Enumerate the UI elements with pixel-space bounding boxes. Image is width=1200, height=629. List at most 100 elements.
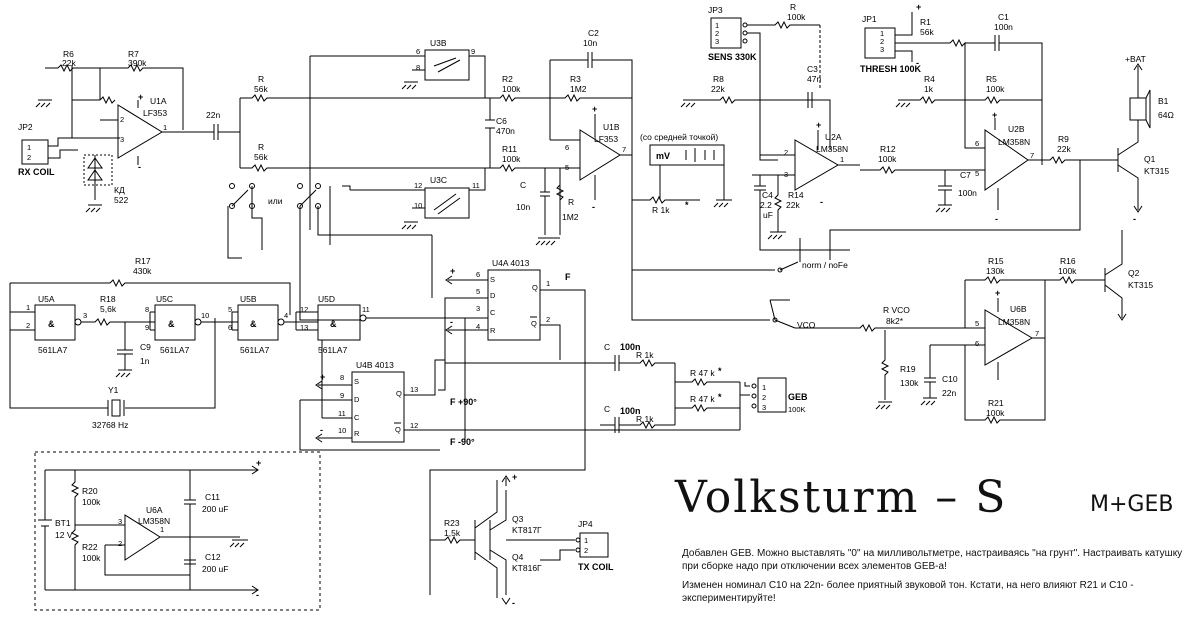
label-r100: R <box>790 2 796 12</box>
label-rvco: R VCO <box>883 305 910 315</box>
svg-text:D: D <box>354 395 360 404</box>
label-r19: R19 <box>900 364 916 374</box>
svg-text:10: 10 <box>338 426 346 435</box>
svg-text:5: 5 <box>975 319 979 328</box>
label-u6b-t: LM358N <box>998 317 1030 327</box>
label-u2a-t: LM358N <box>816 144 848 154</box>
label-c6v: 470n <box>496 126 515 136</box>
label-u1b-t: LF353 <box>594 134 618 144</box>
svg-text:12: 12 <box>300 305 308 314</box>
svg-text:&: & <box>168 319 175 329</box>
label-c2: C2 <box>588 28 599 38</box>
label-rvcov: 8k2* <box>886 316 904 326</box>
label-u3b: U3B <box>430 38 447 48</box>
svg-text:8: 8 <box>416 63 420 72</box>
label-c7v: 100n <box>958 188 977 198</box>
millivoltmeter: (со средней точкой) mV R 1k * <box>632 132 732 215</box>
svg-text:-: - <box>512 598 515 608</box>
svg-text:7: 7 <box>1035 329 1039 338</box>
label-c10: C10 <box>942 374 958 384</box>
svg-text:3: 3 <box>762 403 766 412</box>
svg-text:1: 1 <box>880 29 884 38</box>
title-main: Volksturm – S <box>675 472 1008 523</box>
svg-text:-: - <box>820 197 823 207</box>
schematic-title: Volksturm – S <box>675 472 1007 523</box>
label-c12: C12 <box>205 552 221 562</box>
svg-text:2: 2 <box>584 546 588 555</box>
label-r56a: R <box>258 74 264 84</box>
svg-text:+: + <box>592 104 597 114</box>
label-c100bv: 100n <box>620 406 641 416</box>
svg-text:S: S <box>490 275 495 284</box>
label-y1v: 32768 Hz <box>92 420 128 430</box>
svg-text:3: 3 <box>120 135 124 144</box>
svg-text:4: 4 <box>476 322 480 331</box>
svg-text:-: - <box>320 425 323 435</box>
label-c10v: 22n <box>942 388 956 398</box>
label-r17: R17 <box>135 256 151 266</box>
label-u1a-t: LF353 <box>143 108 167 118</box>
label-r12: R12 <box>880 144 896 154</box>
svg-text:2: 2 <box>120 115 124 124</box>
label-norm: norm / noFe <box>802 260 848 270</box>
svg-text:1: 1 <box>715 21 719 30</box>
svg-text:6: 6 <box>476 270 480 279</box>
svg-text:R: R <box>490 326 496 335</box>
svg-text:-: - <box>995 214 998 224</box>
svg-text:7: 7 <box>1030 151 1034 160</box>
label-r2: R2 <box>502 74 513 84</box>
svg-text:1: 1 <box>584 536 588 545</box>
svg-text:9: 9 <box>471 47 475 56</box>
label-u1b: U1B <box>603 122 620 132</box>
label-bt1v: 12 V <box>55 530 73 540</box>
svg-text:1: 1 <box>546 279 550 288</box>
svg-text:9: 9 <box>340 391 344 400</box>
label-r23v: 1,5k <box>444 528 461 538</box>
svg-text:+: + <box>512 472 517 482</box>
label-c1v: 100n <box>994 22 1013 32</box>
label-r1k: R 1k <box>652 205 670 215</box>
label-q3: Q3 <box>512 514 524 524</box>
svg-text:5: 5 <box>975 169 979 178</box>
svg-text:*: * <box>718 392 722 402</box>
label-ili: или <box>268 196 283 206</box>
label-mv: mV <box>656 151 670 161</box>
label-q3t: KT817Г <box>512 525 542 535</box>
label-r15v: 130k <box>986 266 1005 276</box>
svg-text:6: 6 <box>565 143 569 152</box>
label-q1: Q1 <box>1144 154 1156 164</box>
notes: Добавлен GEB. Можно выставлять "0" на ми… <box>682 547 1192 611</box>
svg-text:-: - <box>916 58 919 68</box>
svg-text:+: + <box>138 92 143 102</box>
svg-text:6: 6 <box>416 47 420 56</box>
label-r22: R22 <box>82 542 98 552</box>
label-u1a: U1A <box>150 96 167 106</box>
label-r2v: 100k <box>502 84 521 94</box>
label-r3: R3 <box>570 74 581 84</box>
label-r18: R18 <box>100 294 116 304</box>
label-c2v: 10n <box>583 38 597 48</box>
label-tx-coil: TX COIL <box>578 562 614 572</box>
label-c12v: 200 uF <box>202 564 228 574</box>
note-1: Добавлен GEB. Можно выставлять "0" на ми… <box>682 548 1183 572</box>
label-r1v: 56k <box>920 27 934 37</box>
label-y1: Y1 <box>108 385 119 395</box>
label-u4a: U4A 4013 <box>492 258 530 268</box>
label-c11: C11 <box>205 492 220 502</box>
label-u3c: U3C <box>430 175 447 185</box>
svg-text:+: + <box>320 372 325 382</box>
label-r22v: 100k <box>82 553 101 563</box>
svg-text:7: 7 <box>622 145 626 154</box>
label-c4v: 2.2 <box>760 200 772 210</box>
svg-text:2: 2 <box>784 148 788 157</box>
label-gebv: 100K <box>788 405 806 414</box>
svg-text:1: 1 <box>762 383 766 392</box>
svg-text:Q: Q <box>396 389 402 398</box>
label-q4t: KT816Г <box>512 563 542 573</box>
svg-text:1: 1 <box>27 143 31 152</box>
svg-text:Q: Q <box>531 319 537 328</box>
label-c4u: uF <box>763 210 773 220</box>
label-kd522b: 522 <box>114 195 128 205</box>
svg-text:-: - <box>592 202 595 212</box>
